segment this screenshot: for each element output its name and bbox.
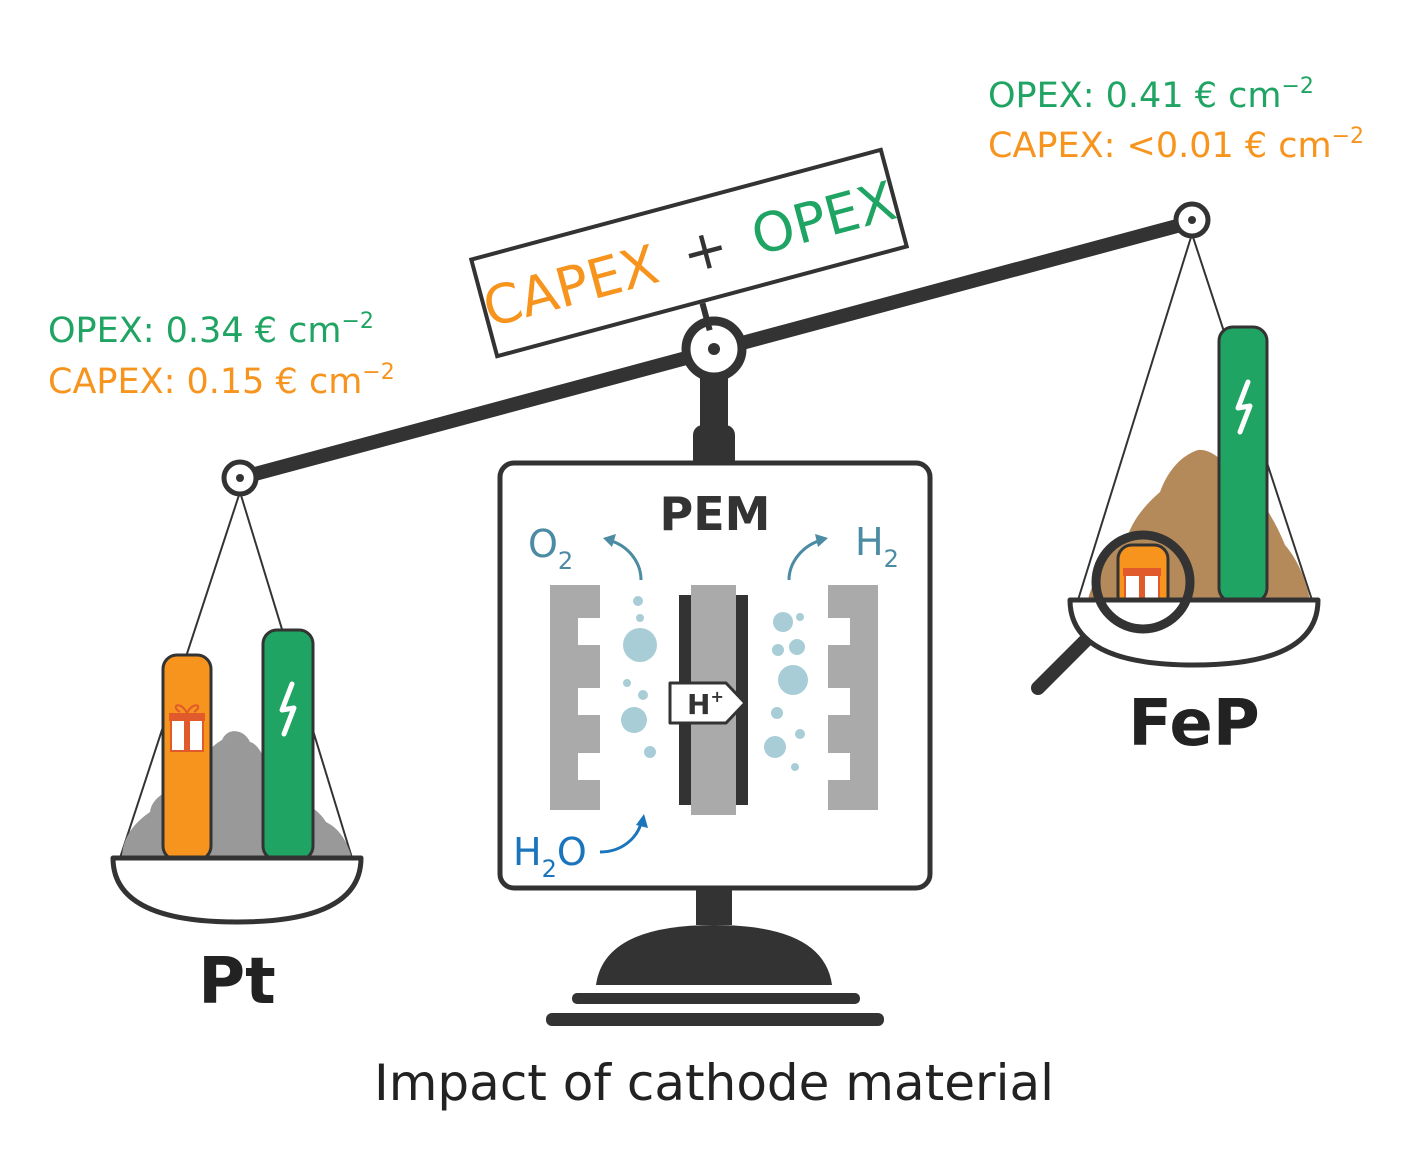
water-arrowhead — [636, 814, 648, 828]
oxygen-bubbles — [621, 596, 657, 758]
pt-capex-text: CAPEX: 0.15 € cm−2 — [48, 360, 395, 402]
pem-cell-panel: PEM H+ — [497, 460, 933, 891]
proton-tag — [668, 681, 747, 725]
stand-collar — [693, 425, 735, 470]
water-h: H — [513, 830, 542, 874]
left-hinge-dot — [236, 474, 244, 482]
h2-label: H2 — [855, 520, 899, 573]
pt-opex-text: OPEX: 0.34 € cm−2 — [48, 309, 374, 351]
pt-capex-bar — [161, 653, 213, 862]
proton-text: H+ — [687, 687, 724, 721]
left-pan-group: Pt — [110, 491, 364, 1019]
o2-sub: 2 — [558, 547, 573, 575]
h2-arrowhead — [815, 534, 828, 547]
anode-flow-plate — [550, 585, 600, 810]
pt-opex-exponent: −2 — [341, 309, 373, 334]
fep-opex-value: OPEX: 0.41 € cm — [988, 76, 1281, 116]
left-pan-bowl — [110, 855, 364, 925]
pt-lightning-icon — [279, 681, 297, 737]
pt-catalyst-pile — [122, 731, 352, 858]
pt-label: Pt — [198, 945, 276, 1019]
pt-capex-value: CAPEX: 0.15 € cm — [48, 362, 362, 402]
stand-plate-1 — [572, 993, 860, 1004]
pt-opex-bar — [261, 628, 315, 862]
fep-capex-exponent: −2 — [1332, 124, 1364, 149]
right-hinge-dot — [1188, 216, 1196, 224]
right-string-1 — [1077, 233, 1193, 601]
hydrogen-bubbles — [764, 612, 808, 771]
water-o: O — [557, 830, 587, 874]
fep-lightning-icon — [1235, 379, 1253, 435]
pt-gift-icon — [169, 704, 205, 752]
pt-opex-value: OPEX: 0.34 € cm — [48, 311, 341, 351]
right-pan-bowl — [1067, 597, 1321, 668]
fep-opex-text: OPEX: 0.41 € cm−2 — [988, 74, 1314, 116]
water-label: H2O — [513, 830, 587, 883]
fep-opex-bar — [1217, 325, 1269, 604]
proton-plus: + — [710, 687, 723, 706]
o2-o: O — [528, 522, 558, 566]
sign-post — [699, 302, 713, 332]
diagram-caption: Impact of cathode material — [374, 1054, 1054, 1112]
h2-sub: 2 — [884, 545, 899, 573]
beam-pivot-dot — [708, 343, 720, 355]
proton-h: H — [687, 688, 710, 721]
stand-dome — [596, 925, 832, 985]
fep-label: FeP — [1128, 687, 1259, 761]
stand-plate-2 — [546, 1013, 884, 1026]
scale-stand — [546, 360, 884, 1026]
stand-lower-post — [696, 885, 732, 925]
pt-capex-exponent: −2 — [362, 360, 394, 385]
fep-capex-value: CAPEX: <0.01 € cm — [988, 126, 1332, 166]
pem-title: PEM — [660, 487, 771, 541]
o2-label: O2 — [528, 522, 573, 575]
pt-cost-annotation: OPEX: 0.34 € cm−2 CAPEX: 0.15 € cm−2 — [48, 309, 395, 402]
water-sub: 2 — [542, 855, 557, 883]
sign-board — [468, 147, 910, 359]
scale-beam — [221, 201, 1211, 497]
fep-cost-annotation: OPEX: 0.41 € cm−2 CAPEX: <0.01 € cm−2 — [988, 74, 1364, 166]
magnifier-ring — [1091, 530, 1195, 634]
right-pan-group: FeP — [1031, 233, 1321, 761]
h2-h: H — [855, 520, 884, 564]
o2-arrowhead — [603, 534, 616, 547]
capex-opex-sign: CAPEX + OPEX — [468, 147, 910, 359]
fep-capex-text: CAPEX: <0.01 € cm−2 — [988, 124, 1364, 166]
cathode-flow-plate — [828, 585, 878, 810]
fep-opex-exponent: −2 — [1281, 74, 1313, 99]
